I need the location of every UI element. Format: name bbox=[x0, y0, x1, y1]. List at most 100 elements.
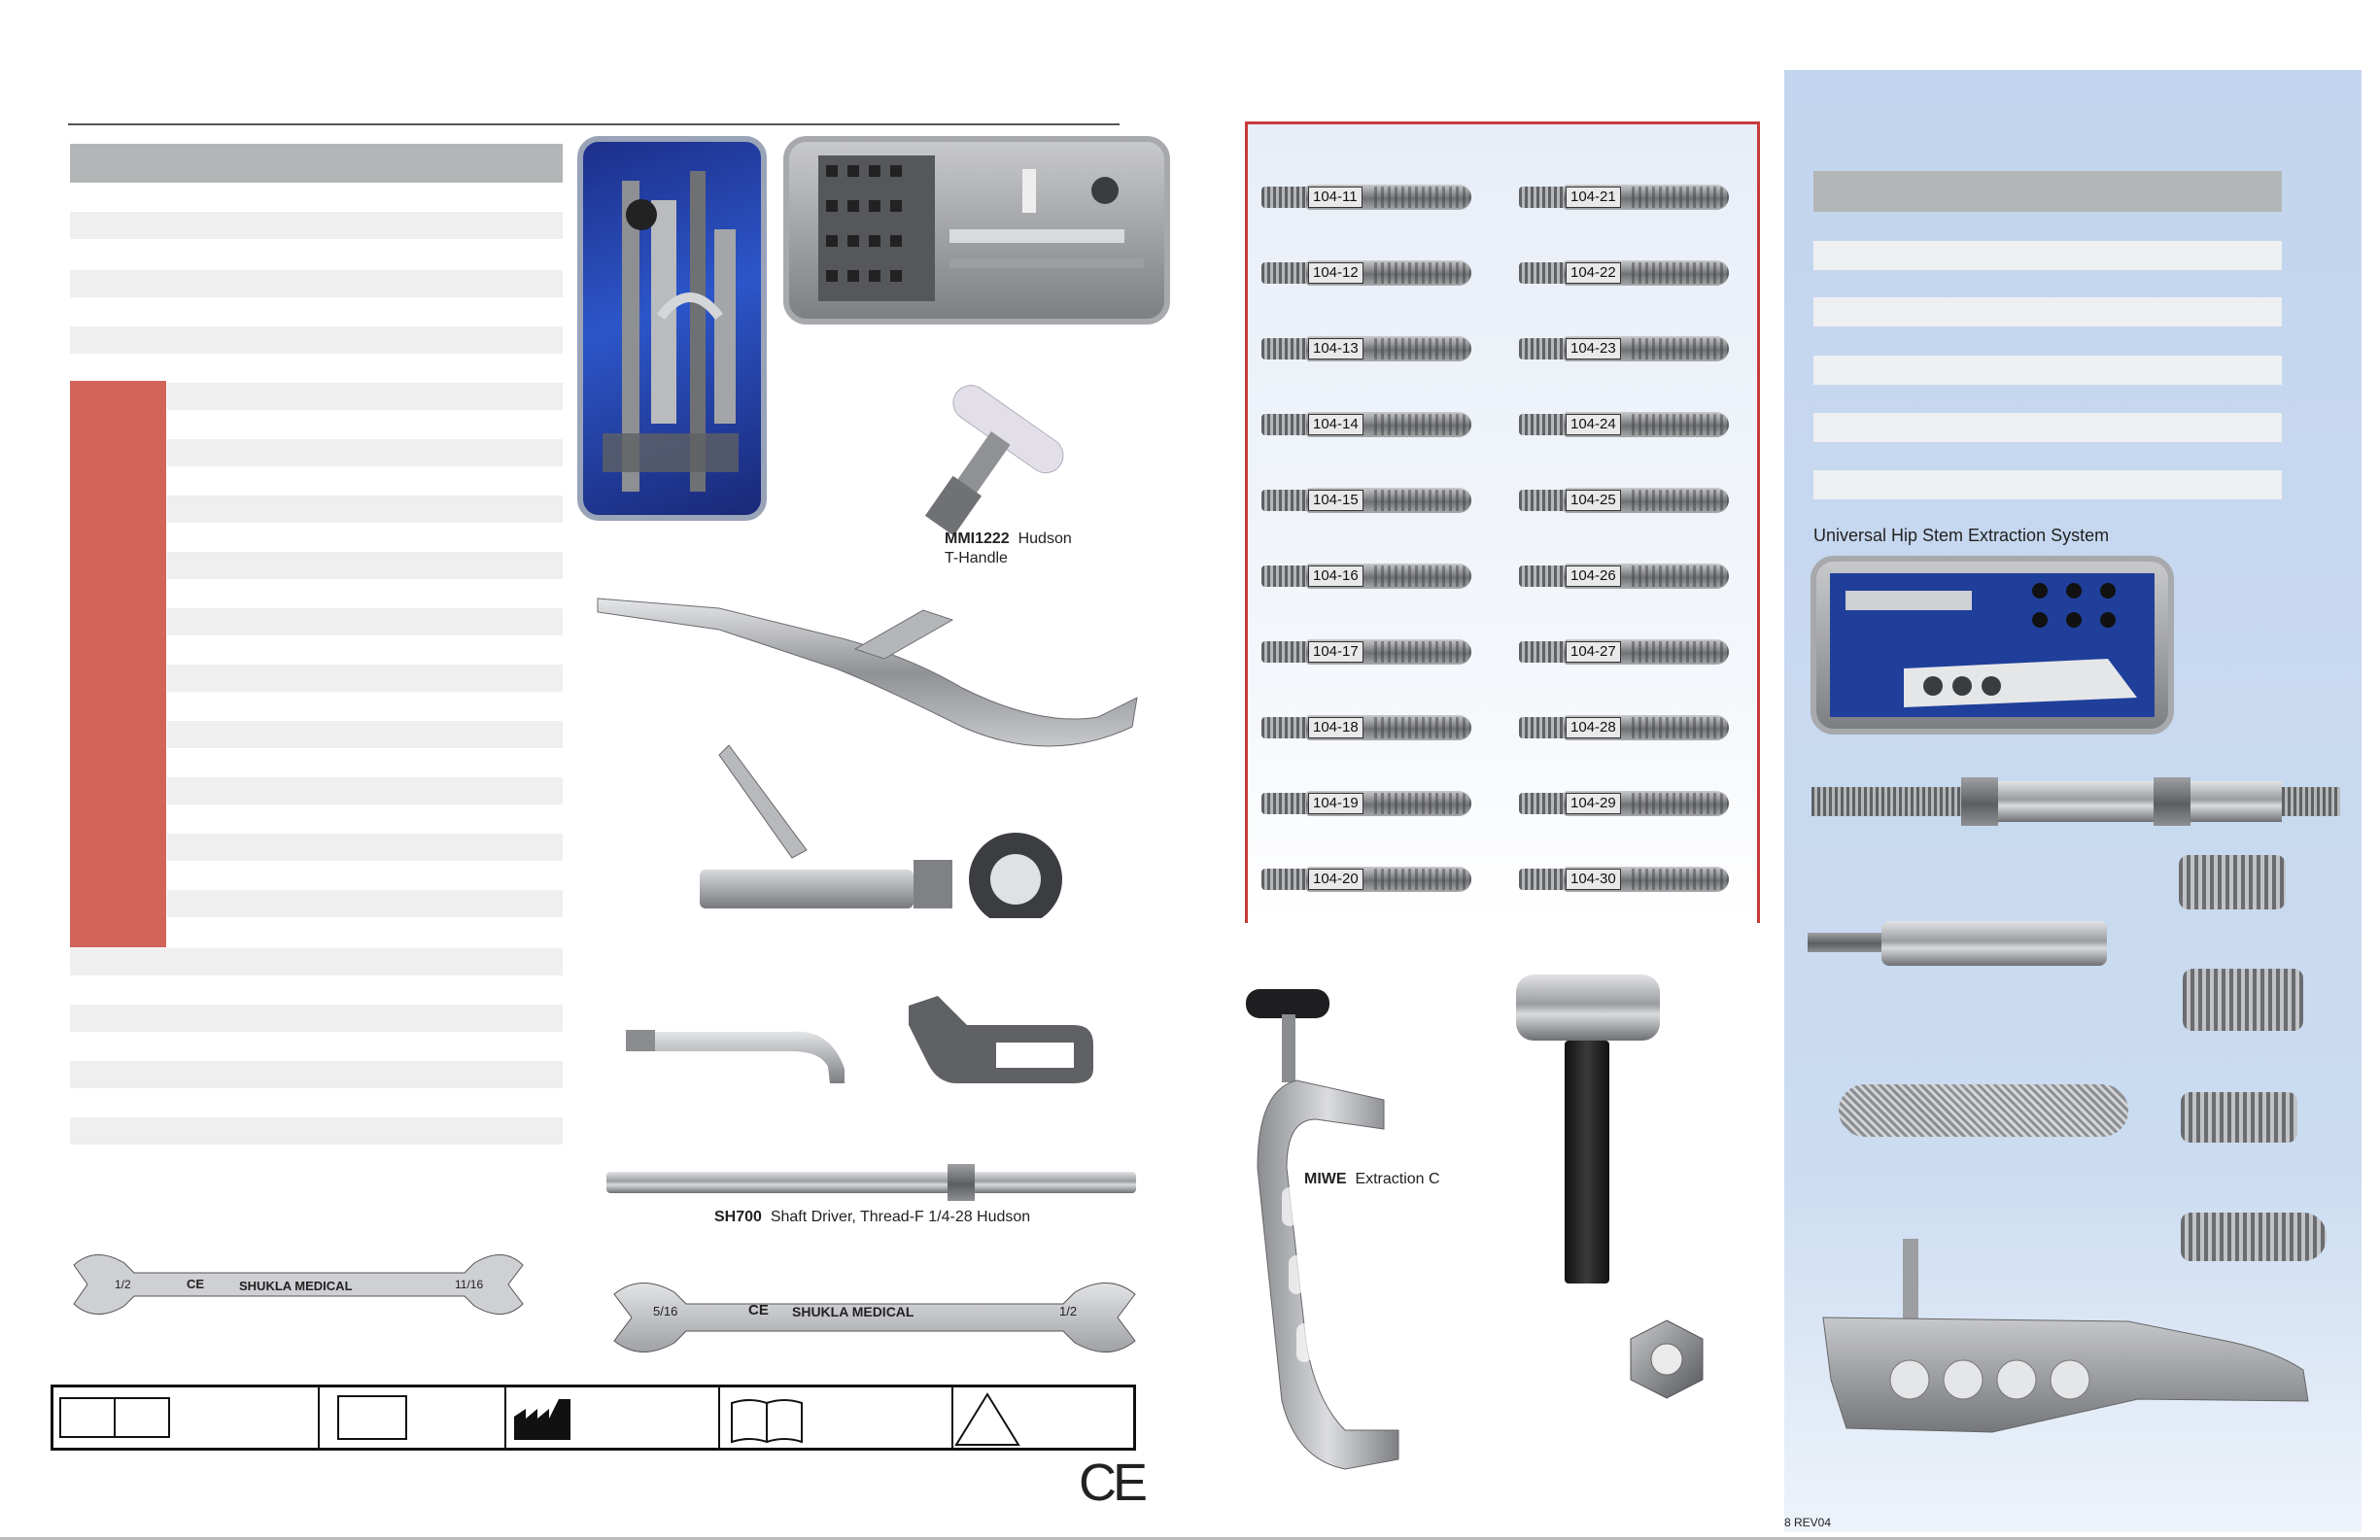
regulatory-symbols-table bbox=[51, 1385, 1136, 1451]
ref-symbol-cell bbox=[53, 1387, 320, 1448]
thread-pin: 104-15 bbox=[1261, 486, 1480, 515]
thread-pin: 104-25 bbox=[1519, 486, 1738, 515]
lot-icon bbox=[337, 1395, 407, 1440]
hex-driver-tip bbox=[1808, 933, 1885, 952]
pin-thread bbox=[1261, 641, 1310, 663]
wrench-small-illustration bbox=[73, 1254, 524, 1315]
miwe-code: MIWE bbox=[1304, 1171, 1347, 1187]
pin-label: 104-26 bbox=[1566, 565, 1621, 587]
ce-mark-icon: CE bbox=[1079, 1454, 1148, 1512]
table-row bbox=[1813, 470, 2282, 499]
rod-thread-right bbox=[2282, 787, 2340, 816]
pin-shaft bbox=[1564, 639, 1729, 665]
mmi1222-code: MMI1222 bbox=[945, 530, 1010, 547]
pin-thread bbox=[1519, 490, 1568, 511]
sh700-code: SH700 bbox=[714, 1209, 762, 1225]
table-row bbox=[167, 552, 563, 579]
page-revision: 8 REV04 bbox=[1784, 1516, 1832, 1529]
pin-label: 104-13 bbox=[1308, 338, 1363, 359]
extraction-c-illustration bbox=[1246, 989, 1399, 1470]
pin-label: 104-25 bbox=[1566, 490, 1621, 511]
wrench-small-ce-mark: CE bbox=[187, 1277, 205, 1291]
table-row bbox=[167, 608, 563, 635]
table-row bbox=[70, 1117, 563, 1145]
wrench-small-brand: SHUKLA MEDICAL bbox=[239, 1279, 353, 1293]
table-row bbox=[70, 270, 563, 297]
table-row bbox=[167, 439, 563, 466]
caution-symbol-cell bbox=[951, 1387, 1133, 1448]
shaft-driver-hex bbox=[948, 1164, 975, 1201]
hex-nut-illustration bbox=[1630, 1319, 1704, 1399]
thread-pin: 104-13 bbox=[1261, 334, 1480, 363]
table-row bbox=[1813, 297, 2282, 326]
table-row bbox=[167, 890, 563, 917]
thread-pin-panel bbox=[1245, 121, 1760, 923]
caution-icon bbox=[954, 1392, 1020, 1446]
pin-thread bbox=[1261, 262, 1310, 284]
adapter-1-illustration bbox=[2179, 855, 2286, 909]
tray-contents-illustration bbox=[603, 171, 739, 492]
offset-driver-illustration bbox=[626, 1030, 845, 1083]
table-row bbox=[1813, 356, 2282, 385]
pin-thread bbox=[1519, 793, 1568, 814]
sh700-caption: SH700 Shaft Driver, Thread-F 1/4-28 Huds… bbox=[714, 1209, 1030, 1226]
hook-puller-illustration bbox=[909, 996, 1093, 1083]
instructions-icon bbox=[731, 1399, 803, 1444]
pin-thread bbox=[1261, 869, 1310, 890]
thread-pin: 104-16 bbox=[1261, 562, 1480, 591]
pin-thread bbox=[1261, 565, 1310, 587]
extraction-rod-illustration bbox=[1961, 781, 2282, 822]
pin-label: 104-29 bbox=[1566, 793, 1621, 814]
thread-pin: 104-23 bbox=[1519, 334, 1738, 363]
adapter-3-illustration bbox=[2181, 1092, 2297, 1143]
mmi1222-description-line2: T-Handle bbox=[945, 550, 1008, 566]
pin-label: 104-15 bbox=[1308, 490, 1363, 511]
mmi1222-description: Hudson bbox=[1018, 530, 1072, 547]
pin-label: 104-20 bbox=[1308, 869, 1363, 890]
table-row bbox=[70, 1061, 563, 1088]
mmi1222-caption: MMI1222 Hudson bbox=[945, 530, 1072, 548]
wrench-large-right-size: 1/2 bbox=[1059, 1304, 1078, 1318]
sh700-description: Shaft Driver, Thread-F 1/4-28 Hudson bbox=[770, 1209, 1031, 1225]
pin-thread bbox=[1261, 414, 1310, 435]
instrument-tray-horizontal bbox=[783, 136, 1170, 325]
thread-pin: 104-18 bbox=[1261, 713, 1480, 742]
thread-pin: 104-14 bbox=[1261, 410, 1480, 439]
pin-shaft bbox=[1564, 260, 1729, 286]
pin-label: 104-30 bbox=[1566, 869, 1621, 890]
curved-extractor-illustration bbox=[597, 598, 1138, 747]
pin-label: 104-23 bbox=[1566, 338, 1621, 359]
table-row bbox=[70, 948, 563, 975]
hip-stem-tray bbox=[1811, 556, 2174, 735]
pin-thread bbox=[1261, 338, 1310, 359]
mallet-handle-illustration bbox=[1565, 1041, 1609, 1283]
thread-pin: 104-28 bbox=[1519, 713, 1738, 742]
table-header bbox=[70, 144, 563, 183]
pin-thread bbox=[1261, 490, 1310, 511]
miwe-description: Extraction C bbox=[1355, 1171, 1440, 1187]
pin-label: 104-18 bbox=[1308, 717, 1363, 738]
thread-pin: 104-12 bbox=[1261, 258, 1480, 288]
pin-label: 104-14 bbox=[1308, 414, 1363, 435]
pin-thread bbox=[1519, 869, 1568, 890]
thread-pin: 104-24 bbox=[1519, 410, 1738, 439]
pin-label: 104-11 bbox=[1308, 187, 1362, 208]
wrench-large-brand: SHUKLA MEDICAL bbox=[792, 1304, 914, 1319]
manufacturer-symbol-cell bbox=[504, 1387, 720, 1448]
pin-thread bbox=[1261, 187, 1310, 208]
bottom-rule bbox=[0, 1537, 2380, 1540]
thread-pin: 104-21 bbox=[1519, 183, 1738, 212]
thread-pin: 104-20 bbox=[1261, 865, 1480, 894]
thread-pin: 104-17 bbox=[1261, 637, 1480, 667]
table-row bbox=[70, 1005, 563, 1032]
lot-symbol-cell bbox=[318, 1387, 506, 1448]
table-row bbox=[167, 496, 563, 523]
pin-thread bbox=[1261, 793, 1310, 814]
pin-thread bbox=[1519, 414, 1568, 435]
hudson-t-handle-illustration bbox=[924, 385, 1064, 536]
pin-label: 104-16 bbox=[1308, 565, 1363, 587]
pin-label: 104-28 bbox=[1566, 717, 1621, 738]
rod-hex-right bbox=[2154, 777, 2190, 826]
rod-thread-left bbox=[1811, 787, 1967, 816]
clamp-tool-illustration bbox=[700, 744, 1062, 918]
